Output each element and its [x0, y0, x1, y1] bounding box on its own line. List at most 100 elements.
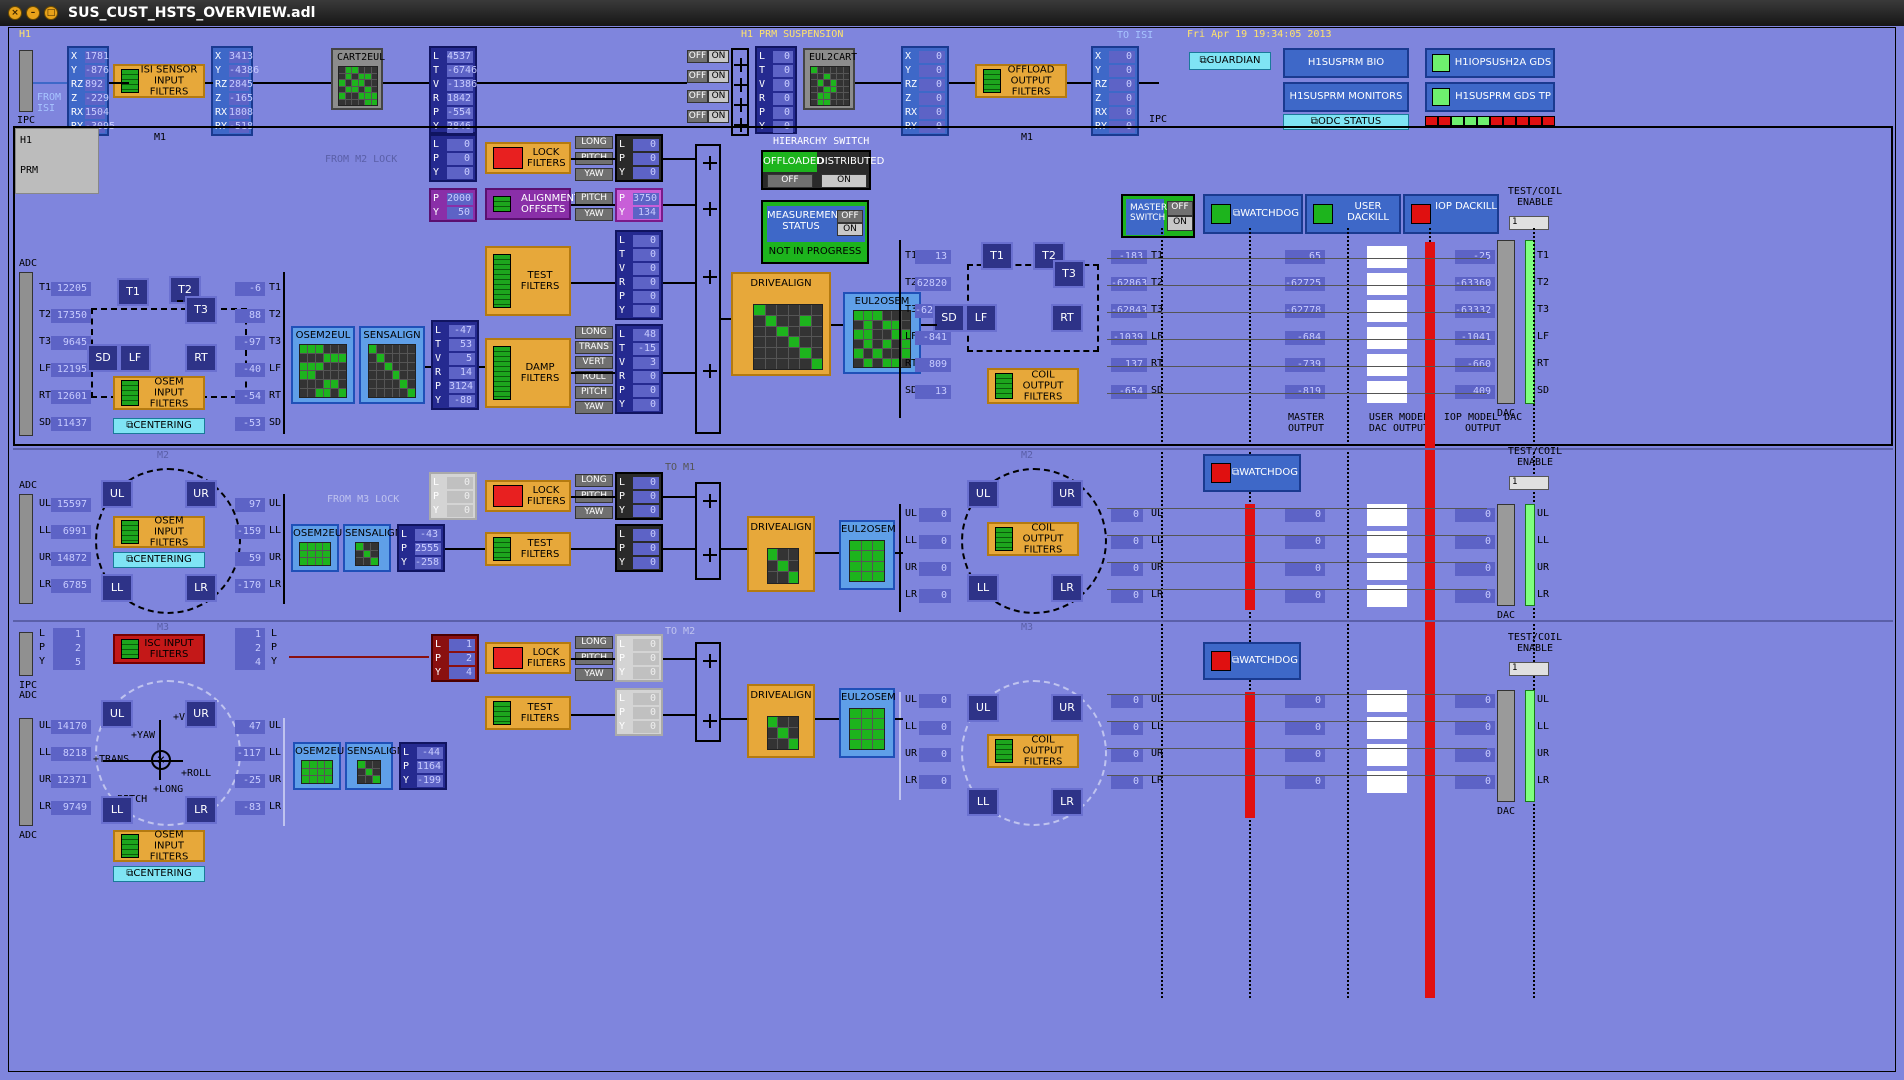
m3-centering-button[interactable]: ⧉CENTERING	[113, 866, 205, 882]
coil-actuator-icon[interactable]: UR	[1051, 480, 1083, 508]
m3-drivealign-matrix[interactable]: DRIVEALIGN	[747, 684, 815, 758]
m1-eul2osem-matrix[interactable]: EUL2OSEM	[843, 292, 921, 374]
guardian-button[interactable]: ⧉GUARDIAN	[1189, 52, 1271, 70]
m2-osem2eul-matrix[interactable]: OSEM2EUL	[291, 524, 348, 572]
filter-bank-button[interactable]: ROLL	[575, 371, 613, 384]
osem-sensor-icon[interactable]: LR	[185, 574, 217, 602]
osem-sensor-icon[interactable]: UR	[185, 480, 217, 508]
m1-lock-filters-button[interactable]: LOCK FILTERS	[485, 142, 571, 174]
m3-lock-filters-button[interactable]: LOCK FILTERS	[485, 642, 571, 674]
m1-coil-output-filters-button[interactable]: COIL OUTPUT FILTERS	[987, 368, 1079, 404]
filter-bank-button[interactable]: VERT	[575, 356, 613, 369]
m1-watchdog-button[interactable]: ⧉WATCHDOG	[1203, 194, 1303, 234]
coil-actuator-icon[interactable]: LL	[967, 574, 999, 602]
m3-sensalign-matrix[interactable]: SENSALIGN	[345, 742, 404, 790]
m3-coil-output-filters-button[interactable]: COIL OUTPUT FILTERS	[987, 734, 1079, 768]
test-coil-input[interactable]: 1	[1509, 476, 1549, 490]
cart2eul-matrix[interactable]: CART2EUL	[331, 48, 385, 110]
m1-alignment-offsets-button[interactable]: ALIGNMENT OFFSETS	[485, 188, 580, 220]
filter-bank-button[interactable]: LONG	[575, 136, 613, 149]
hierarchy-off-button[interactable]: OFF	[767, 174, 813, 188]
m2-centering-button[interactable]: ⧉CENTERING	[113, 552, 205, 568]
ipc-top-block[interactable]	[19, 50, 33, 112]
m1-drivealign-matrix[interactable]: DRIVEALIGN	[731, 272, 831, 376]
coil-actuator-icon[interactable]: T1	[981, 242, 1013, 270]
offload-output-filters-button[interactable]: OFFLOAD OUTPUT FILTERS	[975, 64, 1067, 98]
m3-eul2osem-matrix[interactable]: EUL2OSEM	[839, 688, 896, 758]
m2-drivealign-matrix[interactable]: DRIVEALIGN	[747, 516, 815, 592]
filter-bank-button[interactable]: TRANS	[575, 341, 613, 354]
isc-input-filters-button[interactable]: ISC INPUT FILTERS	[113, 634, 205, 664]
adc-block-m1[interactable]	[19, 272, 33, 436]
m1-damp-filters-button[interactable]: DAMP FILTERS	[485, 338, 571, 408]
coil-actuator-icon[interactable]: T3	[1053, 260, 1085, 288]
coil-actuator-icon[interactable]: UL	[967, 480, 999, 508]
gds-tp-button-1[interactable]: H1IOPSUSH2A GDS TP	[1425, 48, 1555, 94]
monitors-button[interactable]: H1SUSPRM MONITORS	[1283, 82, 1409, 112]
osem-sensor-icon[interactable]: LF	[119, 344, 151, 372]
ipc-block-m3[interactable]	[19, 632, 33, 676]
coil-actuator-icon[interactable]: LR	[1051, 574, 1083, 602]
filter-bank-button[interactable]: YAW	[575, 401, 613, 414]
osem-sensor-icon[interactable]: UR	[185, 700, 217, 728]
filter-bank-button[interactable]: LONG	[575, 326, 613, 339]
gds-tp-button-2[interactable]: H1SUSPRM GDS TP	[1425, 82, 1555, 112]
m3-osem2eul-matrix[interactable]: OSEM2EUL	[293, 742, 350, 790]
filter-bank-button[interactable]: PITCH	[575, 386, 613, 399]
m2-sensalign-matrix[interactable]: SENSALIGN	[343, 524, 402, 572]
user-dackill-button[interactable]: USER DACKILL	[1305, 194, 1401, 234]
osem-sensor-icon[interactable]: LR	[185, 796, 217, 824]
maximize-icon[interactable]: □	[44, 6, 58, 20]
m1-test-filters-button[interactable]: TEST FILTERS	[485, 246, 571, 316]
filter-bank-button[interactable]: LONG	[575, 474, 613, 487]
m1-osem2eul-matrix[interactable]: OSEM2EUL	[291, 326, 355, 404]
filter-bank-button[interactable]: YAW	[575, 208, 613, 221]
osem-sensor-icon[interactable]: UL	[101, 700, 133, 728]
m1-sensalign-matrix[interactable]: SENSALIGN	[359, 326, 425, 404]
osem-sensor-icon[interactable]: RT	[185, 344, 217, 372]
filter-bank-button[interactable]: YAW	[575, 668, 613, 681]
hierarchy-on-button[interactable]: ON	[821, 174, 867, 188]
coil-actuator-icon[interactable]: LL	[967, 788, 999, 816]
coil-actuator-icon[interactable]: SD	[933, 304, 965, 332]
osem-sensor-icon[interactable]: T1	[117, 278, 149, 306]
m2-coil-output-filters-button[interactable]: COIL OUTPUT FILTERS	[987, 522, 1079, 556]
osem-sensor-icon[interactable]: UL	[101, 480, 133, 508]
osem-sensor-icon[interactable]: SD	[87, 344, 119, 372]
filter-bank-button[interactable]: YAW	[575, 168, 613, 181]
m2-osem-input-filters-button[interactable]: OSEM INPUT FILTERS	[113, 516, 205, 549]
coil-actuator-icon[interactable]: LR	[1051, 788, 1083, 816]
osem-sensor-icon[interactable]: LL	[101, 796, 133, 824]
m2-dac-block[interactable]	[1497, 504, 1515, 606]
coil-actuator-icon[interactable]: LF	[965, 304, 997, 332]
m1-centering-button[interactable]: ⧉CENTERING	[113, 418, 205, 434]
m3-watchdog-button[interactable]: ⧉WATCHDOG	[1203, 642, 1301, 680]
adc-block-m2[interactable]	[19, 494, 33, 604]
filter-bank-button[interactable]: LONG	[575, 636, 613, 649]
eul2cart-matrix[interactable]: EUL2CART	[803, 48, 857, 110]
osem-sensor-icon[interactable]: LL	[101, 574, 133, 602]
m1-dac-block[interactable]	[1497, 240, 1515, 404]
test-coil-input[interactable]: 1	[1509, 216, 1549, 230]
minimize-icon[interactable]: –	[26, 6, 40, 20]
coil-actuator-icon[interactable]: UL	[967, 694, 999, 722]
coil-actuator-icon[interactable]: UR	[1051, 694, 1083, 722]
coil-actuator-icon[interactable]: T2	[1033, 242, 1065, 270]
m3-test-filters-button[interactable]: TEST FILTERS	[485, 696, 571, 730]
isi-sensor-input-filters-button[interactable]: ISI SENSOR INPUT FILTERS	[113, 64, 205, 98]
m2-eul2osem-matrix[interactable]: EUL2OSEM	[839, 520, 896, 590]
bio-button[interactable]: H1SUSPRM BIO	[1283, 48, 1409, 78]
adc-block-m3[interactable]	[19, 718, 33, 826]
iop-dackill-button[interactable]: IOP DACKILL	[1403, 194, 1499, 234]
close-icon[interactable]: ×	[8, 6, 22, 20]
m2-test-filters-button[interactable]: TEST FILTERS	[485, 532, 571, 566]
m3-dac-block[interactable]	[1497, 690, 1515, 802]
coil-actuator-icon[interactable]: RT	[1051, 304, 1083, 332]
osem-sensor-icon[interactable]: T3	[185, 296, 217, 324]
